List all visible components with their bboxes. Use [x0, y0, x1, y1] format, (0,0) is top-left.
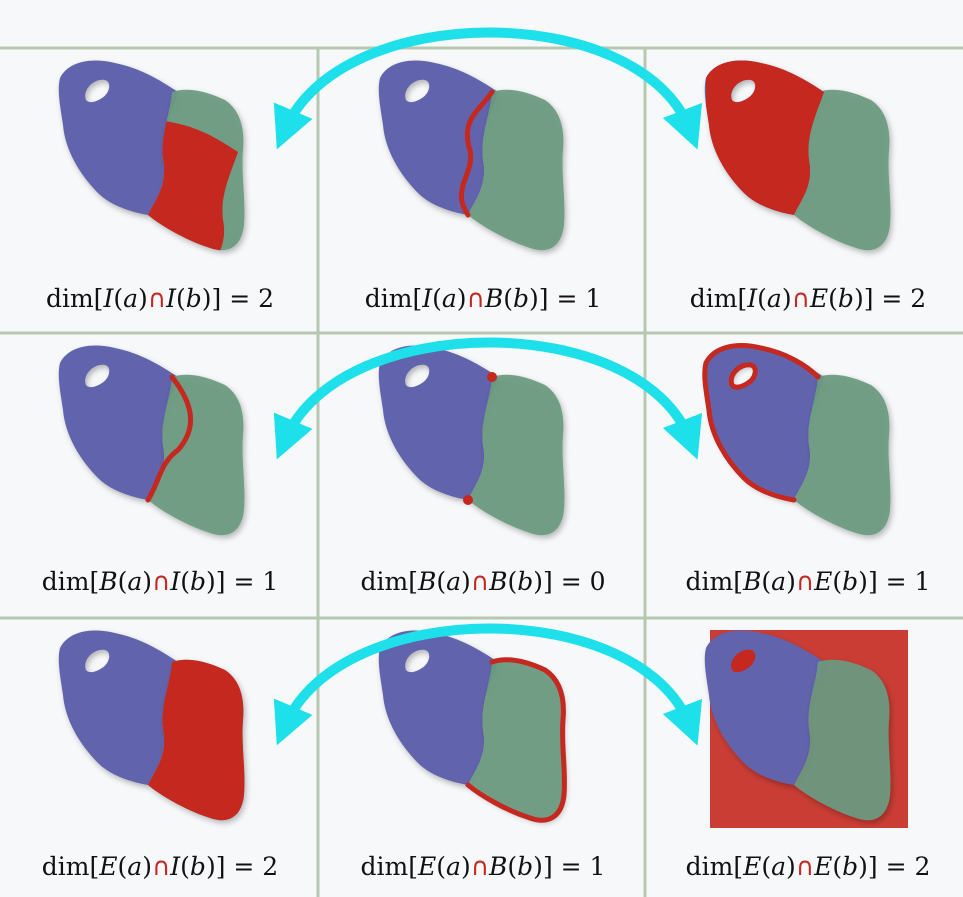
- region-b-shape: [148, 374, 245, 536]
- cell-caption: dim[I(a)∩B(b)] = 1: [365, 284, 602, 313]
- dot-icon: [463, 495, 473, 505]
- highlight-a-minus-b: [704, 60, 824, 215]
- region-b-shape: [794, 89, 891, 251]
- region-a-shape: [58, 630, 179, 785]
- cell-0-0: dim[I(a)∩I(b)] = 2: [46, 60, 274, 313]
- cell-caption: dim[B(a)∩I(b)] = 1: [42, 567, 279, 596]
- highlight-boundary-a-outside-b: [702, 343, 821, 503]
- highlight-hole-exterior: [731, 649, 756, 673]
- highlight-b-minus-a: [148, 659, 245, 821]
- cell-0-1: dim[I(a)∩B(b)] = 1: [365, 60, 602, 313]
- cell-0-2: dim[I(a)∩E(b)] = 2: [690, 60, 926, 313]
- grid-lines: [0, 46, 963, 897]
- highlight-boundary-a-in-b: [145, 374, 194, 503]
- dot-icon: [487, 372, 497, 382]
- cell-caption: dim[B(a)∩B(b)] = 0: [360, 567, 605, 596]
- curved-double-arrow-icon: [273, 337, 703, 460]
- cell-2-0: dim[E(a)∩I(b)] = 2: [42, 630, 278, 881]
- arrows: [273, 27, 703, 746]
- cell-1-0: dim[B(a)∩I(b)] = 1: [42, 345, 279, 596]
- cell-2-1: dim[E(a)∩B(b)] = 1: [361, 630, 606, 881]
- region-b-shape: [794, 659, 891, 821]
- cell-2-2: dim[E(a)∩E(b)] = 2: [686, 630, 931, 881]
- curved-double-arrow-icon: [273, 623, 703, 746]
- region-a-shape: [704, 630, 824, 785]
- cell-1-2: dim[B(a)∩E(b)] = 1: [686, 343, 931, 596]
- region-a-shape: [58, 60, 179, 215]
- cell-caption: dim[E(a)∩I(b)] = 2: [42, 852, 278, 881]
- highlight-hole-boundary: [728, 362, 758, 390]
- cell-caption: dim[B(a)∩E(b)] = 1: [686, 567, 931, 596]
- cell-1-1: dim[B(a)∩B(b)] = 0: [360, 345, 606, 596]
- cell-caption: dim[I(a)∩I(b)] = 2: [46, 284, 274, 313]
- cell-caption: dim[E(a)∩E(b)] = 2: [686, 852, 931, 881]
- region-b-shape: [794, 374, 891, 536]
- region-a-shape: [704, 345, 824, 500]
- highlight-boundary-b-outside-a: [465, 657, 567, 823]
- cell-caption: dim[I(a)∩E(b)] = 2: [690, 284, 926, 313]
- matrix-cells: dim[I(a)∩I(b)] = 2 dim[I(a)∩B(b)] = 1 dim[…: [42, 60, 931, 881]
- region-a-shape: [58, 345, 179, 500]
- curved-double-arrow-icon: [273, 27, 703, 150]
- cell-caption: dim[E(a)∩B(b)] = 1: [361, 852, 606, 881]
